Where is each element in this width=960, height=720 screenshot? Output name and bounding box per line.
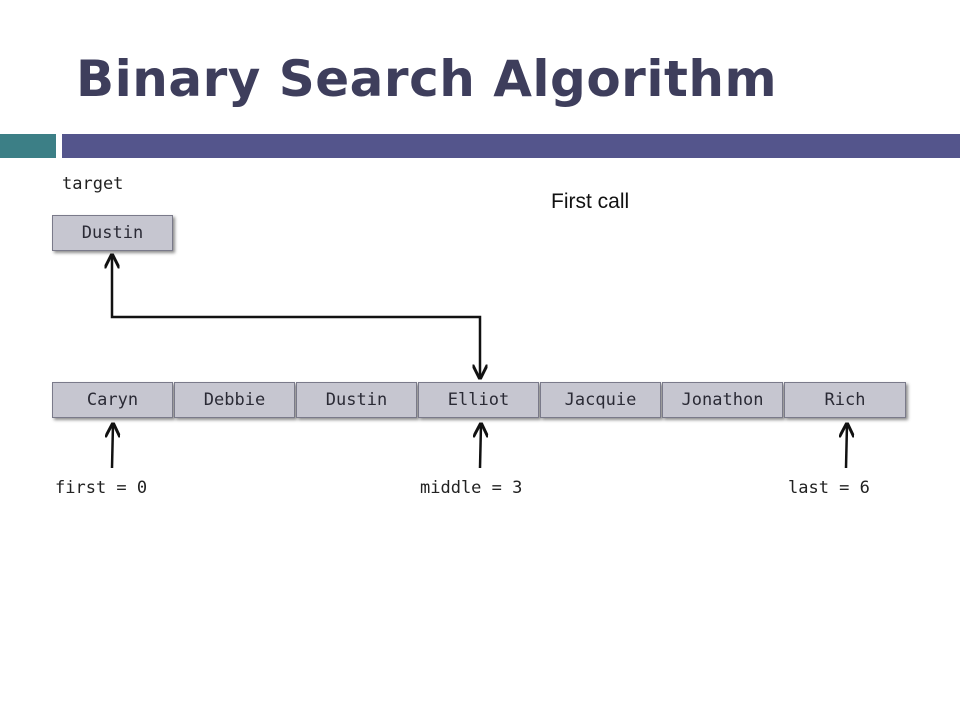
array-cell-1: Debbie	[174, 382, 295, 418]
accent-bar-teal	[0, 134, 56, 158]
slide-title: Binary Search Algorithm	[76, 50, 778, 108]
target-label: target	[62, 174, 124, 194]
accent-bar-purple	[62, 134, 960, 158]
array-cell-6: Rich	[784, 382, 906, 418]
call-label: First call	[551, 190, 630, 213]
first-pointer-arrow	[112, 424, 113, 469]
middle-pointer-label: middle = 3	[420, 478, 523, 498]
last-pointer-arrow	[846, 424, 847, 469]
first-pointer-label: first = 0	[55, 478, 148, 498]
array-cell-0: Caryn	[52, 382, 173, 418]
compare-connector	[112, 255, 480, 378]
array-cell-3: Elliot	[418, 382, 539, 418]
middle-pointer-arrow	[480, 424, 481, 469]
array-cell-4: Jacquie	[540, 382, 661, 418]
array-cell-5: Jonathon	[662, 382, 783, 418]
target-box: Dustin	[52, 215, 173, 251]
last-pointer-label: last = 6	[788, 478, 870, 498]
array-cell-2: Dustin	[296, 382, 417, 418]
